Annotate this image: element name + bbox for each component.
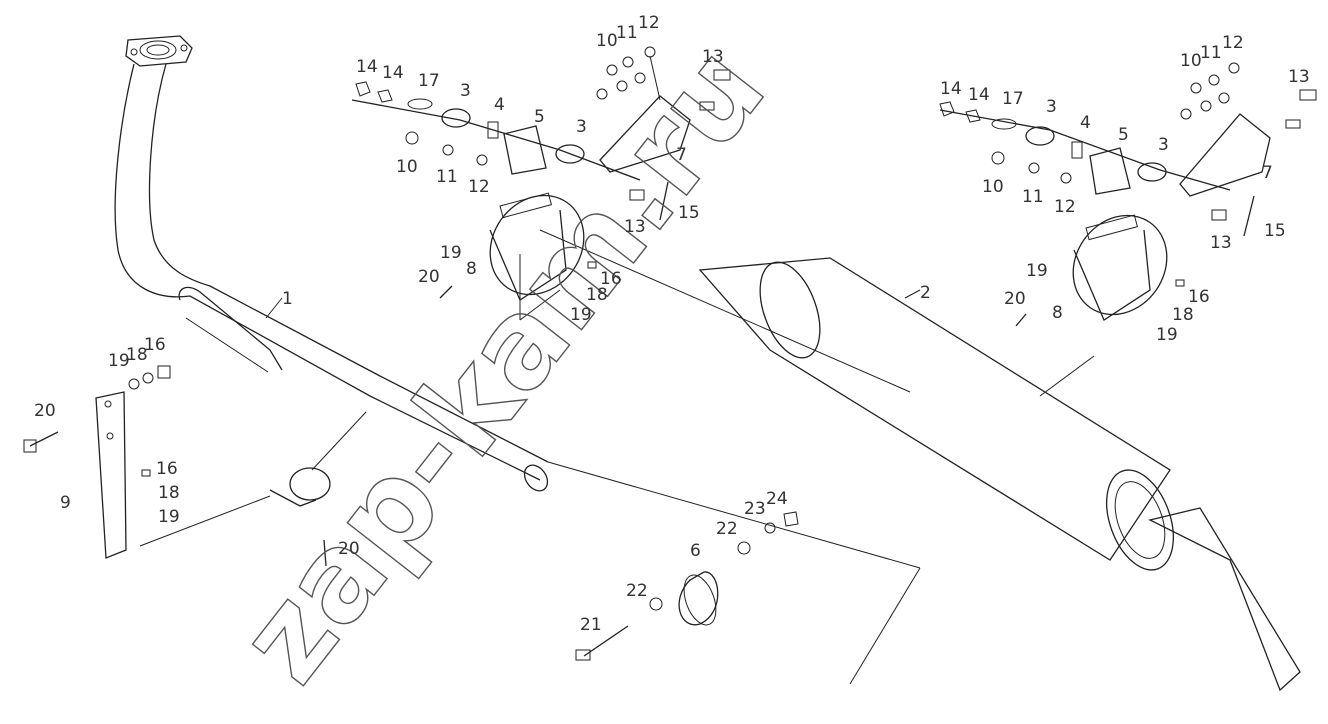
label-5: 5 bbox=[534, 107, 545, 127]
watermark: zap-kam.ru bbox=[213, 21, 792, 707]
label-20: 20 bbox=[34, 401, 56, 421]
label-19: 19 bbox=[1026, 261, 1048, 281]
label-10: 10 bbox=[396, 157, 418, 177]
label-7: 7 bbox=[676, 145, 687, 165]
label-15: 15 bbox=[1264, 221, 1286, 241]
callout-labels: 1 2 3 3 3 3 4 4 5 5 6 7 7 8 8 9 10 10 10… bbox=[34, 13, 1310, 635]
left-hanger-assembly bbox=[351, 46, 731, 321]
label-14: 14 bbox=[382, 63, 404, 83]
front-pipe bbox=[114, 35, 549, 492]
label-15: 15 bbox=[678, 203, 700, 223]
label-12: 12 bbox=[1054, 197, 1076, 217]
label-11: 11 bbox=[616, 23, 638, 43]
label-22: 22 bbox=[626, 581, 648, 601]
label-14: 14 bbox=[968, 85, 990, 105]
label-16: 16 bbox=[144, 335, 166, 355]
label-12: 12 bbox=[468, 177, 490, 197]
label-20: 20 bbox=[1004, 289, 1026, 309]
label-16: 16 bbox=[156, 459, 178, 479]
label-12: 12 bbox=[638, 13, 660, 33]
label-4: 4 bbox=[494, 95, 505, 115]
label-19: 19 bbox=[440, 243, 462, 263]
label-20: 20 bbox=[418, 267, 440, 287]
rear-bracket bbox=[23, 365, 331, 567]
label-1: 1 bbox=[282, 289, 293, 309]
label-3: 3 bbox=[460, 81, 471, 101]
label-16: 16 bbox=[600, 269, 622, 289]
label-12: 12 bbox=[1222, 33, 1244, 53]
muffler bbox=[539, 229, 1301, 692]
clamp-assembly bbox=[547, 461, 921, 685]
label-8: 8 bbox=[1052, 303, 1063, 323]
label-11: 11 bbox=[1022, 187, 1044, 207]
label-17: 17 bbox=[418, 71, 440, 91]
label-6: 6 bbox=[690, 541, 701, 561]
label-18: 18 bbox=[586, 285, 608, 305]
label-18: 18 bbox=[158, 483, 180, 503]
label-2: 2 bbox=[920, 283, 931, 303]
label-3: 3 bbox=[1046, 97, 1057, 117]
label-10: 10 bbox=[596, 31, 618, 51]
label-16: 16 bbox=[1188, 287, 1210, 307]
label-17: 17 bbox=[1002, 89, 1024, 109]
label-19: 19 bbox=[1156, 325, 1178, 345]
label-18: 18 bbox=[126, 345, 148, 365]
label-8: 8 bbox=[466, 259, 477, 279]
label-3: 3 bbox=[576, 117, 587, 137]
label-11: 11 bbox=[1200, 43, 1222, 63]
label-13: 13 bbox=[702, 47, 724, 67]
label-18: 18 bbox=[1172, 305, 1194, 325]
label-4: 4 bbox=[1080, 113, 1091, 133]
label-10: 10 bbox=[1180, 51, 1202, 71]
label-19: 19 bbox=[158, 507, 180, 527]
label-10: 10 bbox=[982, 177, 1004, 197]
label-21: 21 bbox=[580, 615, 602, 635]
label-13: 13 bbox=[1210, 233, 1232, 253]
label-3: 3 bbox=[1158, 135, 1169, 155]
label-9: 9 bbox=[60, 493, 71, 513]
label-13: 13 bbox=[624, 217, 646, 237]
label-13: 13 bbox=[1288, 67, 1310, 87]
label-7: 7 bbox=[1262, 163, 1273, 183]
label-14: 14 bbox=[356, 57, 378, 77]
label-20: 20 bbox=[338, 539, 360, 559]
label-19: 19 bbox=[108, 351, 130, 371]
label-11: 11 bbox=[436, 167, 458, 187]
label-23: 23 bbox=[744, 499, 766, 519]
label-24: 24 bbox=[766, 489, 788, 509]
right-hanger-assembly bbox=[939, 62, 1317, 327]
label-14: 14 bbox=[940, 79, 962, 99]
label-22: 22 bbox=[716, 519, 738, 539]
label-19: 19 bbox=[570, 305, 592, 325]
label-5: 5 bbox=[1118, 125, 1129, 145]
